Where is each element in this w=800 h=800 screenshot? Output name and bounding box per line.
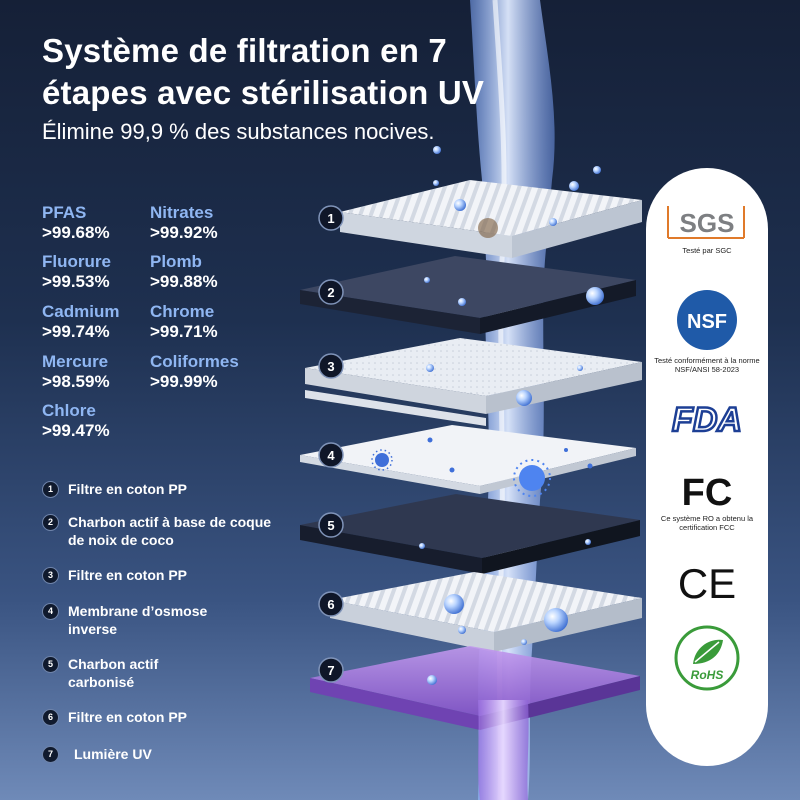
stage-label: Filtre en coton PP (68, 709, 188, 725)
stat-name: Nitrates (150, 203, 214, 222)
layer-number-2: 2 (327, 285, 334, 300)
rohs-cert: RoHS (646, 624, 768, 694)
bacteria-icon (371, 437, 593, 497)
rohs-logo-text: RoHS (691, 668, 724, 682)
stage-label: Charbon actif carbonisé (68, 656, 159, 690)
layer-6 (330, 572, 642, 652)
layer-number-4: 4 (327, 448, 335, 463)
fda-cert: FDA (646, 400, 768, 441)
nsf-logo-text: NSF (687, 311, 727, 333)
layer-number-1: 1 (327, 211, 334, 226)
layer-2 (300, 256, 636, 334)
layer-4 (300, 425, 636, 494)
stat-nitrates: Nitrates >99.92% (150, 203, 270, 243)
stat-plomb: Plomb >99.88% (150, 252, 270, 292)
water-drop (419, 146, 604, 685)
layer-markers: 1 2 3 4 5 6 7 (318, 205, 344, 683)
stat-chlore: Chlore >99.47% (42, 401, 162, 441)
layer-number-5: 5 (327, 518, 334, 533)
stage-number: 3 (42, 567, 59, 584)
stat-name: Mercure (42, 352, 109, 371)
page-title: Système de filtration en 7 étapes avec s… (42, 32, 485, 111)
stage-label: Lumière UV (74, 746, 152, 762)
stage-number: 7 (42, 746, 59, 763)
page-subtitle: Élimine 99,9 % des substances nocives. (42, 119, 435, 144)
fda-logo-text: FDA (672, 401, 742, 438)
nsf-caption: Testé conformément à la norme NSF/ANSI 5… (654, 356, 760, 374)
ce-logo-text: CE (678, 560, 736, 604)
stat-pfas: PFAS >99.68% (42, 203, 162, 243)
fcc-logo-text: FC (682, 472, 733, 512)
layer-7 (310, 646, 640, 730)
stat-value: >98.59% (42, 372, 110, 391)
stat-value: >99.68% (42, 223, 110, 242)
stage-number: 5 (42, 656, 59, 673)
fcc-cert: FC Ce système RO a obtenu la certificati… (646, 468, 768, 548)
layer-number-3: 3 (327, 359, 334, 374)
nsf-logo: NSF (677, 290, 737, 350)
sgs-cert: SGS Testé par SGC (646, 202, 768, 262)
stat-value: >99.88% (150, 272, 218, 291)
stage-label: Membrane d’osmose inverse (68, 603, 208, 637)
stat-value: >99.53% (42, 272, 110, 291)
stat-name: Plomb (150, 252, 202, 271)
stage-label: Charbon actif à base de coque de noix de… (68, 514, 272, 548)
stat-name: Cadmium (42, 302, 120, 321)
layer-5 (300, 494, 640, 574)
fda-logo: FDA (671, 400, 743, 441)
stat-chrome: Chrome >99.71% (150, 302, 270, 342)
nsf-cert: NSF Testé conformément à la norme NSF/AN… (646, 288, 768, 388)
stat-name: Fluorure (42, 252, 111, 271)
stage-label: Filtre en coton PP (68, 567, 188, 583)
stage-number: 1 (42, 481, 59, 498)
rohs-logo: RoHS (674, 625, 740, 691)
layer-number-7: 7 (327, 663, 334, 678)
ce-logo: CE (678, 560, 736, 607)
stat-value: >99.92% (150, 223, 218, 242)
stat-cadmium: Cadmium >99.74% (42, 302, 162, 342)
ce-cert: CE (646, 558, 768, 607)
stat-value: >99.99% (150, 372, 218, 391)
sgs-logo: SGS (667, 206, 745, 239)
stat-mercure: Mercure >98.59% (42, 352, 162, 392)
fcc-caption: Ce système RO a obtenu la certification … (660, 514, 754, 532)
stage-label: Filtre en coton PP (68, 481, 188, 497)
stat-name: PFAS (42, 203, 87, 222)
fcc-logo: FC (682, 472, 733, 514)
stage-number: 6 (42, 709, 59, 726)
stat-value: >99.47% (42, 421, 110, 440)
certification-panel: SGS Testé par SGC NSF Testé conformément… (646, 168, 768, 766)
layer-3 (305, 338, 642, 426)
stat-name: Coliformes (150, 352, 239, 371)
layer-number-6: 6 (327, 597, 334, 612)
stat-name: Chlore (42, 401, 96, 420)
stat-fluorure: Fluorure >99.53% (42, 252, 162, 292)
stage-number: 2 (42, 514, 59, 531)
stat-name: Chrome (150, 302, 215, 321)
stage-number: 4 (42, 603, 59, 620)
sgs-caption: Testé par SGC (682, 246, 732, 255)
stat-value: >99.74% (42, 322, 110, 341)
sgs-logo-text: SGS (680, 208, 735, 238)
layer-1 (340, 180, 642, 258)
stat-value: >99.71% (150, 322, 218, 341)
stat-coliformes: Coliformes >99.99% (150, 352, 270, 392)
